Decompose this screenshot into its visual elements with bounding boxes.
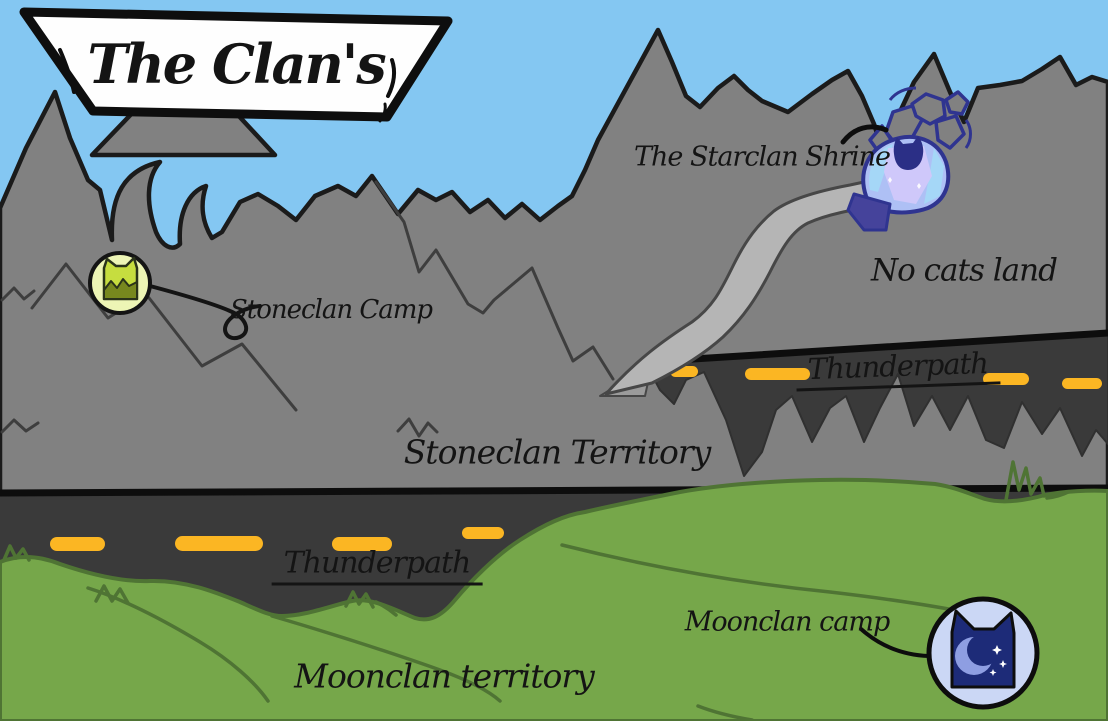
hill-ridge — [86, 586, 270, 703]
title-banner — [19, 7, 453, 123]
shrine-base — [846, 192, 892, 232]
road-stripe — [50, 537, 105, 551]
shrine-cat-silhouette — [893, 136, 924, 170]
moonclan-territory-label: Moonclan territory — [294, 656, 595, 696]
thunderpath-upper-label: Thunderpath — [795, 346, 1001, 392]
hill-ridge — [696, 704, 754, 721]
ridge-line — [396, 417, 439, 438]
shrine-rock — [944, 90, 970, 116]
starclan-shrine-label: The Starclan Shrine — [634, 141, 891, 173]
moonclan-camp-label: Moonclan camp — [684, 606, 890, 638]
ridge-line — [374, 180, 615, 381]
stoneclan-cat-mountains — [103, 278, 138, 300]
shrine-facet — [924, 148, 944, 204]
star-sparkle — [992, 645, 1002, 655]
road-stripe — [1062, 378, 1102, 389]
hill-ridge — [560, 543, 977, 616]
hill-ridge — [270, 614, 502, 703]
rock-tuft — [0, 418, 40, 434]
grass-tuft — [374, 600, 398, 617]
grass-tuft — [2, 544, 31, 562]
rock-tuft — [0, 286, 36, 302]
star-sparkle — [989, 669, 997, 676]
shrine-sparkle — [917, 183, 921, 189]
shrine-sparkle — [888, 177, 892, 183]
road-stripe — [175, 536, 263, 551]
thunderpath-lower-label: Thunderpath — [271, 548, 483, 586]
thunderpath-upper-road — [641, 329, 1108, 477]
banner-accent-mark — [58, 48, 76, 94]
grass-tuft — [94, 584, 130, 605]
star-sparkle — [999, 660, 1007, 668]
grass-tuft — [1045, 490, 1070, 500]
stoneclan-camp-label: Stoneclan Camp — [229, 295, 433, 325]
road-stripe — [983, 373, 1029, 385]
moonclan-label-curve — [859, 627, 931, 658]
stoneclan-territory-label: Stoneclan Territory — [403, 432, 712, 472]
crystal-geode-icon — [840, 86, 972, 232]
banner-accent-mark — [378, 102, 387, 123]
road-stripe — [745, 368, 810, 380]
moonclan-camp-marker — [859, 596, 1040, 710]
moon-stars — [989, 645, 1007, 676]
road-edge-line — [641, 329, 1108, 366]
map-title: The Clan's — [87, 32, 386, 96]
road-stripe — [462, 527, 504, 539]
shrine-rock — [910, 92, 947, 126]
no-cats-land-label: No cats land — [871, 252, 1058, 289]
grass-tuft — [344, 590, 375, 609]
grass-tuft — [1004, 460, 1046, 502]
road-stripe — [332, 537, 392, 551]
moonclan-hills — [0, 460, 1108, 721]
road-stripes-lower — [50, 527, 504, 551]
stoneclan-label-squiggle — [148, 284, 262, 341]
shrine-label-arrow — [840, 124, 889, 145]
stoneclan-camp-marker — [88, 251, 262, 341]
banner-accent-mark — [386, 58, 397, 98]
shrine-rock — [934, 114, 966, 150]
